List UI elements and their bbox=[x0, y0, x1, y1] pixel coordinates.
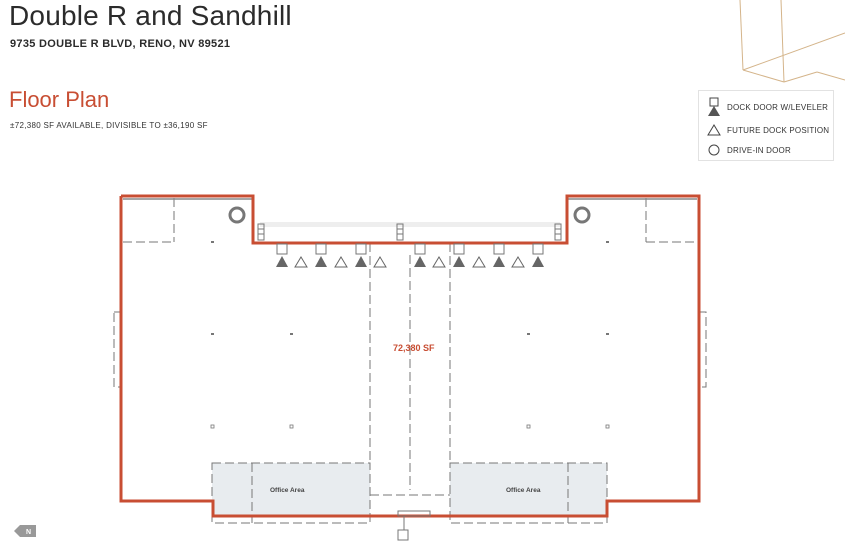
legend-label: DOCK DOOR W/LEVELER bbox=[727, 102, 829, 112]
office-area-right bbox=[450, 463, 607, 517]
dock-door-leveler-icon bbox=[708, 97, 720, 116]
office-area-left-label: Office Area bbox=[270, 487, 305, 494]
legend-label: FUTURE DOCK POSITION bbox=[727, 125, 830, 135]
legend: DOCK DOOR W/LEVELER FUTURE DOCK POSITION… bbox=[698, 90, 834, 161]
total-area-label: 72,380 SF bbox=[393, 343, 435, 353]
drive-in-door-circle-icon bbox=[708, 144, 720, 156]
legend-item-drive-in: DRIVE-IN DOOR bbox=[707, 144, 791, 156]
office-area-left bbox=[212, 463, 370, 517]
legend-label: DRIVE-IN DOOR bbox=[727, 145, 791, 155]
premises-outline bbox=[119, 194, 701, 518]
drive-in-door-icon bbox=[228, 206, 246, 224]
drive-in-door-icon bbox=[573, 206, 591, 224]
north-arrow-icon: N bbox=[14, 525, 36, 537]
section-title: Floor Plan bbox=[9, 87, 110, 112]
availability-subtitle: ±72,380 SF AVAILABLE, DIVISIBLE TO ±36,1… bbox=[10, 121, 208, 130]
legend-item-future-dock: FUTURE DOCK POSITION bbox=[707, 124, 829, 136]
future-dock-triangle-icon bbox=[707, 124, 721, 136]
property-address: 9735 DOUBLE R BLVD, RENO, NV 89521 bbox=[10, 38, 231, 50]
dock-row bbox=[276, 243, 544, 268]
page-title: Double R and Sandhill bbox=[9, 0, 292, 31]
office-area-right-label: Office Area bbox=[506, 487, 541, 494]
legend-item-dock-door: DOCK DOOR W/LEVELER bbox=[707, 97, 828, 117]
svg-text:N: N bbox=[26, 529, 31, 536]
